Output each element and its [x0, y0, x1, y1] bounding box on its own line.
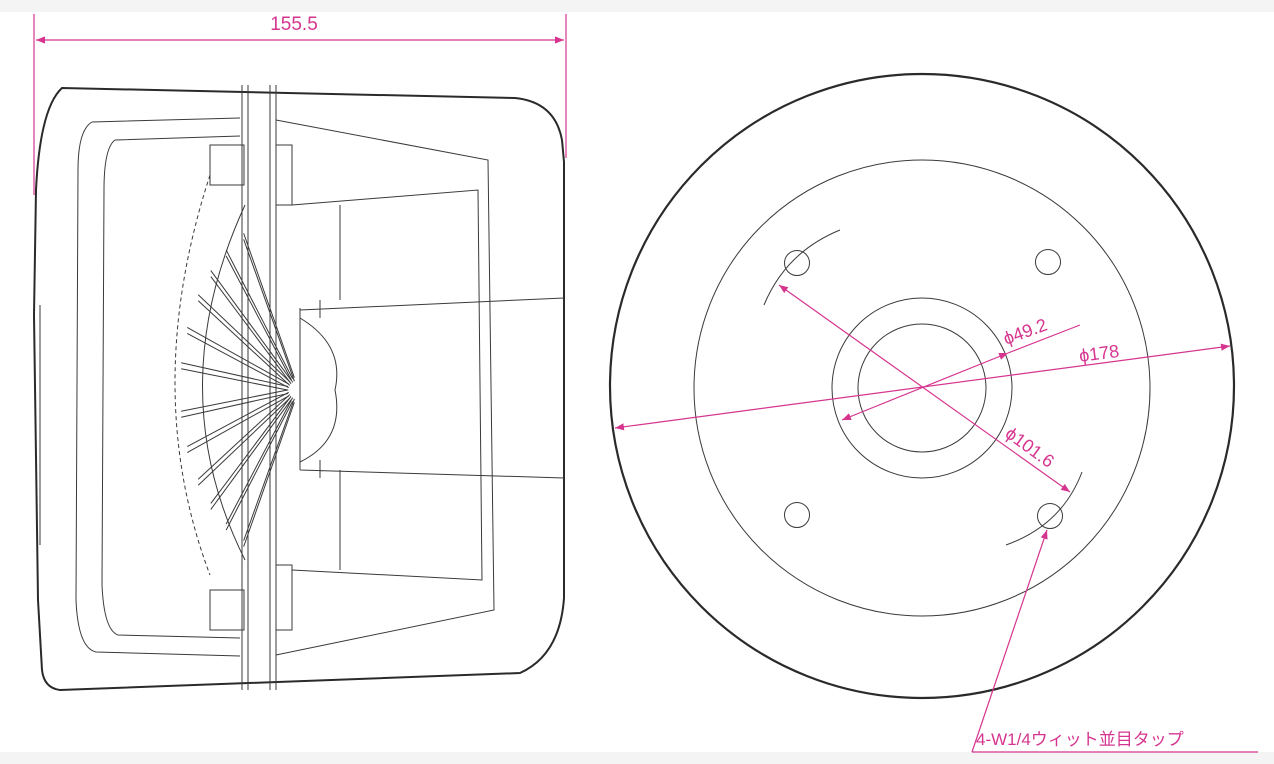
- radial-fin-8-1: [197, 300, 291, 386]
- bolt-hole-top-left: [784, 250, 810, 276]
- side-view-magnet-housing-inner: [291, 189, 483, 581]
- radial-fin-8-0: [197, 294, 291, 383]
- bolt-hole-top-right: [1035, 249, 1061, 275]
- radial-fin-6-1: [181, 368, 289, 391]
- side-view-radial-fins: [181, 233, 295, 547]
- radial-fin-6-0: [181, 362, 289, 388]
- radial-fin-1-0: [225, 397, 294, 525]
- side-view-diaphragm: [202, 204, 246, 561]
- radial-fin-11-0: [243, 233, 295, 378]
- side-view-block-bottom: [209, 589, 245, 631]
- side-view-throat: [299, 297, 565, 479]
- bolt-circle-arc-bottom-right: [1005, 471, 1083, 546]
- radial-fin-9-1: [210, 276, 292, 385]
- side-view-front-frame-inner: [101, 135, 241, 639]
- side-view: [32, 85, 565, 692]
- radial-fin-0-0: [243, 398, 295, 541]
- radial-fin-2-0: [210, 395, 292, 504]
- radial-fin-5-1: [181, 392, 289, 418]
- radial-fin-10-0: [225, 249, 294, 379]
- radial-fin-3-0: [197, 394, 291, 480]
- side-view-front-frame: [75, 117, 241, 657]
- tap-note-label: 4-W1/4ウィット並目タップ: [976, 730, 1184, 749]
- side-view-magnet-housing: [275, 119, 495, 656]
- front-view-outer-flange: [608, 72, 1236, 700]
- radial-fin-0-1: [243, 402, 295, 547]
- bolt-circle-arc-top-left: [763, 229, 841, 306]
- radial-fin-2-1: [210, 399, 292, 510]
- side-view-body-outline: [32, 86, 565, 692]
- side-view-block-bottom-right: [275, 564, 293, 631]
- radial-fin-5-0: [181, 389, 289, 412]
- side-view-block-top-right: [275, 144, 293, 206]
- radial-fin-3-1: [197, 397, 291, 486]
- radial-fin-4-0: [187, 391, 289, 447]
- side-view-depth-dimension: 155.5: [33, 14, 567, 195]
- side-view-diaphragm-dashed: [174, 174, 211, 576]
- radial-fin-9-0: [210, 270, 292, 381]
- depth-dimension-label: 155.5: [270, 14, 318, 35]
- radial-fin-7-0: [186, 327, 289, 385]
- side-view-phase-plug: [299, 317, 338, 463]
- bolt-hole-bottom-right: [1037, 503, 1063, 529]
- bolt-hole-bottom-left: [784, 502, 810, 528]
- bolt-circle-dimension-line: [778, 284, 1071, 493]
- radial-fin-11-1: [243, 239, 295, 382]
- radial-fin-10-1: [225, 255, 294, 383]
- side-view-block-top: [209, 144, 245, 186]
- radial-fin-1-1: [225, 401, 294, 531]
- tap-note-leader: [971, 529, 1048, 753]
- radial-fin-4-1: [186, 395, 289, 453]
- drawing-sheet: [0, 12, 1274, 752]
- radial-fin-7-1: [187, 333, 289, 389]
